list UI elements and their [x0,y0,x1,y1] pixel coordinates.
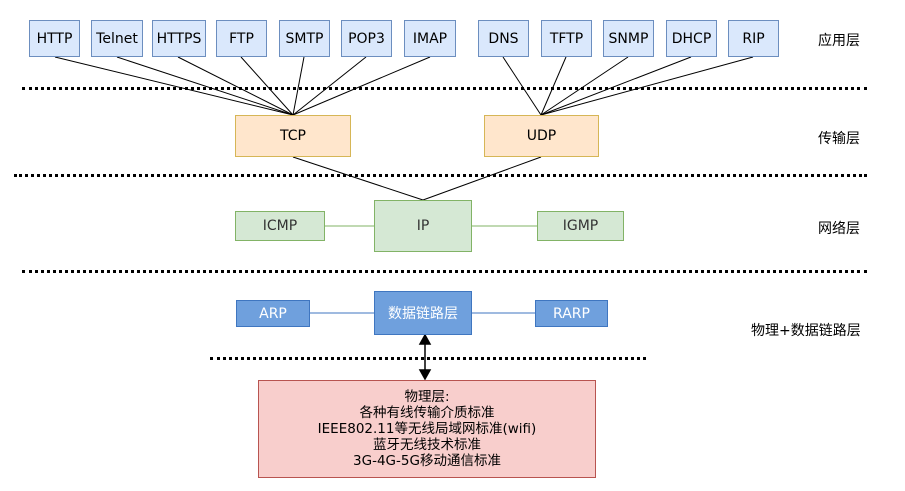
protocol-http: HTTP [29,20,80,57]
protocol-snmp: SNMP [603,20,654,57]
label-physical-datalink-layer: 物理+数据链路层 [751,323,861,339]
protocol-ftp: FTP [216,20,267,57]
protocol-pop3: POP3 [341,20,392,57]
protocol-ip: IP [374,200,472,252]
protocol-tftp: TFTP [541,20,592,57]
separator-network [22,270,867,273]
protocol-tcp: TCP [235,115,351,157]
label-transport-layer: 传输层 [818,131,860,147]
separator-application [22,87,867,90]
protocol-igmp: IGMP [537,211,624,241]
protocol-icmp: ICMP [235,211,325,241]
protocol-rip: RIP [728,20,779,57]
physical-line-3: 蓝牙无线技术标准 [373,437,481,453]
protocol-imap: IMAP [404,20,456,57]
protocol-https: HTTPS [152,20,206,57]
datalink-box: 数据链路层 [374,291,472,335]
label-application-layer: 应用层 [818,33,860,49]
physical-layer-box: 物理层: 各种有线传输介质标准 IEEE802.11等无线局域网标准(wifi)… [258,380,596,478]
physical-line-1: 各种有线传输介质标准 [359,405,495,421]
protocol-arp: ARP [236,300,310,327]
physical-title: 物理层: [404,389,450,405]
protocol-smtp: SMTP [279,20,330,57]
protocol-telnet: Telnet [91,20,143,57]
protocol-dns: DNS [478,20,529,57]
physical-line-2: IEEE802.11等无线局域网标准(wifi) [317,421,537,437]
protocol-rarp: RARP [535,300,608,327]
protocol-udp: UDP [484,115,599,157]
separator-physical [210,357,646,360]
label-network-layer: 网络层 [818,221,860,237]
physical-line-4: 3G-4G-5G移动通信标准 [353,453,501,469]
protocol-dhcp: DHCP [666,20,717,57]
separator-transport [14,174,867,177]
